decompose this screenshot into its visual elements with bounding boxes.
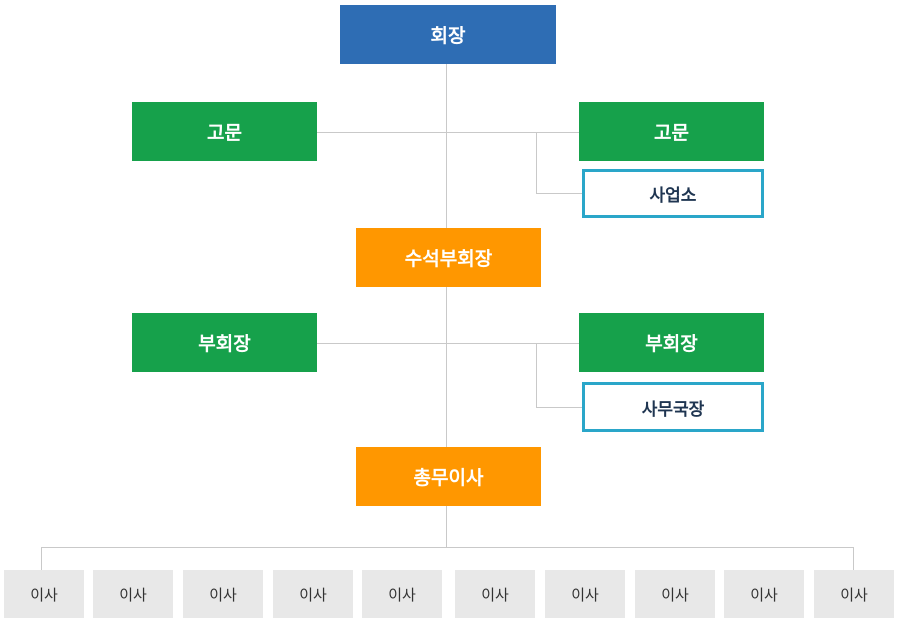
main-vertical-connector (446, 64, 447, 547)
director-box: 이사 (545, 570, 625, 618)
director-box: 이사 (814, 570, 894, 618)
director-box: 이사 (183, 570, 263, 618)
office-vertical-connector (536, 132, 537, 193)
advisor-horizontal-connector (317, 132, 579, 133)
chairman-box: 회장 (340, 5, 556, 64)
office-box: 사업소 (582, 169, 764, 218)
director-box: 이사 (724, 570, 804, 618)
secretary-horizontal-connector (536, 407, 582, 408)
director-box: 이사 (455, 570, 535, 618)
directors-horizontal-connector (41, 547, 854, 548)
vice-horizontal-connector (317, 343, 579, 344)
general-director-box: 총무이사 (356, 447, 541, 506)
secretary-general-box: 사무국장 (582, 382, 764, 432)
senior-vice-chairman-box: 수석부회장 (356, 228, 541, 287)
advisor-right-box: 고문 (579, 102, 764, 161)
advisor-left-box: 고문 (132, 102, 317, 161)
office-horizontal-connector (536, 193, 582, 194)
director-box: 이사 (362, 570, 442, 618)
vice-chairman-left-box: 부회장 (132, 313, 317, 372)
director-box: 이사 (4, 570, 84, 618)
vice-chairman-right-box: 부회장 (579, 313, 764, 372)
directors-right-drop (853, 547, 854, 570)
secretary-vertical-connector (536, 343, 537, 407)
director-box: 이사 (635, 570, 715, 618)
director-box: 이사 (273, 570, 353, 618)
directors-left-drop (41, 547, 42, 570)
director-box: 이사 (93, 570, 173, 618)
